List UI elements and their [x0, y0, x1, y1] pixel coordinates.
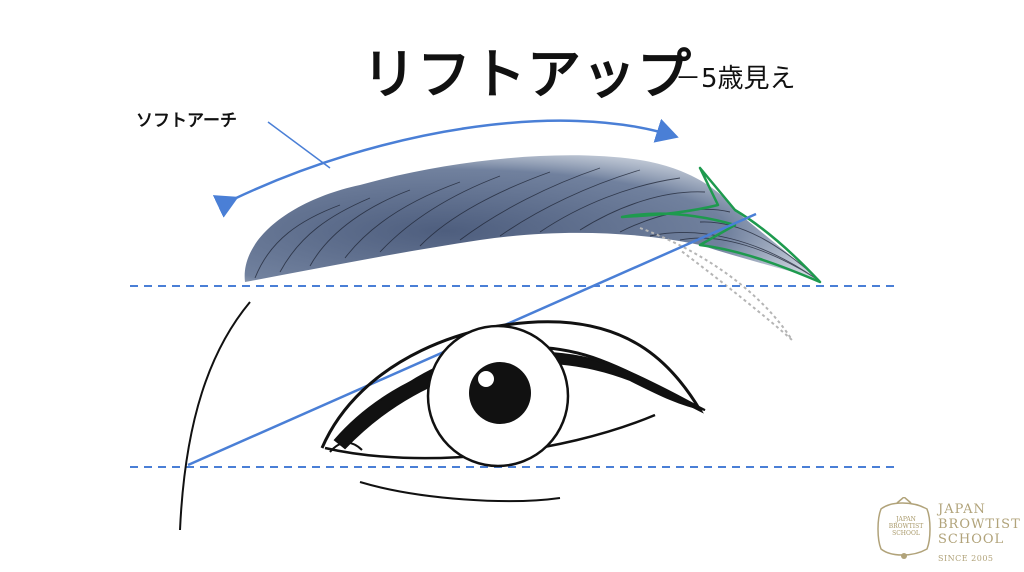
page-title: リフトアップ: [362, 43, 692, 106]
arch-arrow: [212, 118, 679, 218]
callout-leader-line: [267, 121, 331, 169]
old-tail-outline: [639, 227, 793, 341]
logo-line-1: JAPAN: [938, 502, 986, 517]
school-logo-seal: [877, 497, 931, 559]
logo-since: SINCE 2005: [938, 554, 994, 563]
face-contour: [179, 301, 251, 531]
subtitle: －5歳見え: [675, 64, 796, 94]
eye: [320, 320, 706, 503]
logo-line-2: BROWTIST: [938, 517, 1021, 532]
seal-text: JAPAN BROWTIST SCHOOL: [888, 516, 924, 537]
eyebrow-shape: [244, 155, 820, 282]
soft-arch-label: ソフトアーチ: [136, 111, 237, 131]
new-tail-outline: [620, 166, 822, 284]
logo-line-3: SCHOOL: [938, 532, 1005, 547]
school-logo-text: JAPAN BROWTIST SCHOOL SINCE 2005: [938, 502, 1021, 566]
